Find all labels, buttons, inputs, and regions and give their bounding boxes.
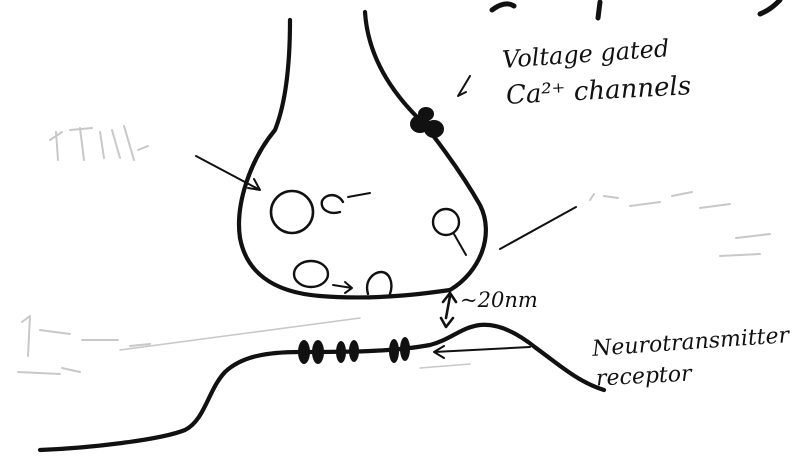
vesicle	[294, 261, 328, 287]
presynaptic-terminal	[239, 12, 486, 297]
calcium-channel	[410, 107, 444, 138]
receptor-label-line2: receptor	[595, 362, 692, 392]
receptor-cluster	[298, 337, 410, 364]
vesicle-arrow	[454, 234, 466, 255]
receptor	[312, 340, 324, 364]
vesicle-arrow	[348, 193, 370, 197]
receptor	[400, 337, 410, 361]
gap-distance-label: ~20nm	[460, 288, 538, 312]
gap-double-arrow	[441, 293, 456, 327]
vesicle	[433, 209, 459, 235]
heading-scribble	[492, 0, 780, 18]
receptor	[349, 340, 359, 362]
vesicle	[271, 191, 313, 233]
fusing-vesicle	[367, 272, 391, 294]
receptor	[389, 339, 399, 363]
vesicle	[322, 195, 343, 213]
receptor	[336, 341, 346, 363]
receptor	[298, 340, 310, 364]
vesicle-pointer-arrow	[500, 207, 576, 249]
receptor-pointer-arrow	[434, 346, 530, 358]
vesicle-arrow	[333, 282, 352, 293]
channel-pointer-arrow	[458, 76, 470, 96]
